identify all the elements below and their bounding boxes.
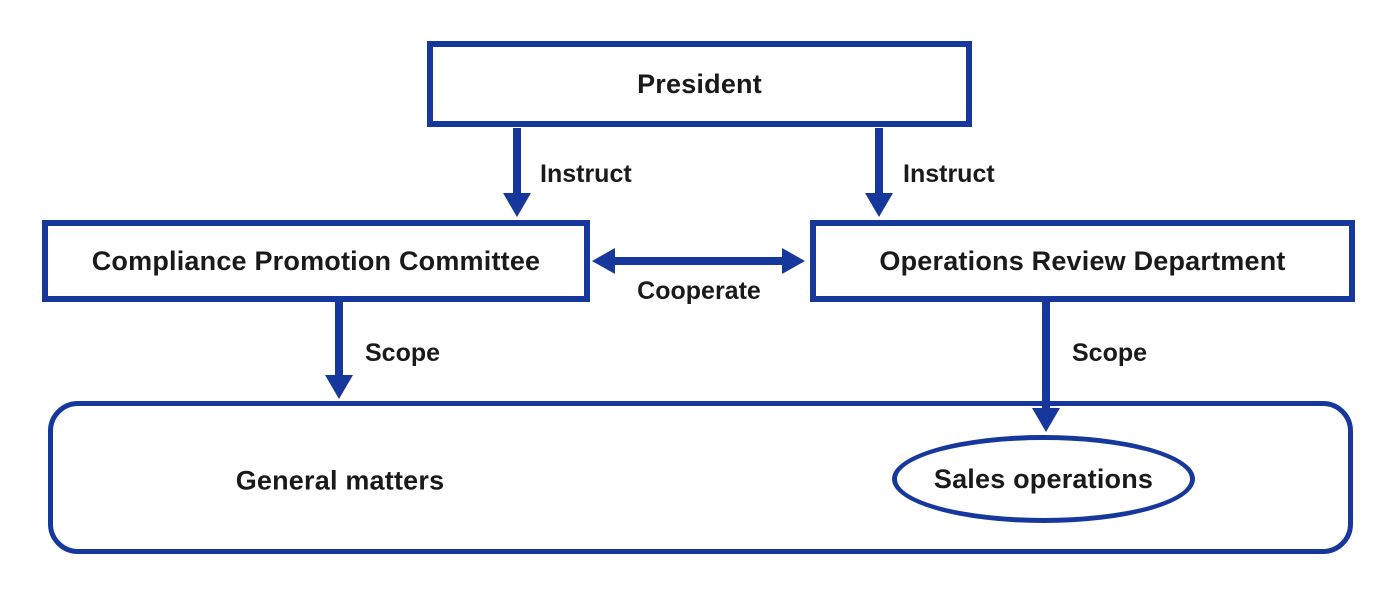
scope-right-label: Scope (1072, 339, 1148, 367)
node-sales-operations: Sales operations (892, 435, 1195, 523)
scope-arrow-right (1032, 302, 1060, 432)
instruct-arrow-right (865, 128, 893, 217)
node-president-label: President (637, 68, 762, 99)
node-general-matters: General matters (236, 466, 445, 497)
scope-left-label: Scope (365, 339, 441, 367)
node-compliance-label: Compliance Promotion Committee (91, 245, 541, 276)
node-general-matters-label: General matters (235, 465, 445, 496)
node-operations-review-department: Operations Review Department (810, 220, 1355, 302)
instruct-left-label: Instruct (540, 160, 632, 188)
instruct-arrow-left (503, 128, 531, 217)
node-operations-label: Operations Review Department (879, 245, 1286, 276)
scope-arrow-left (325, 302, 353, 399)
node-president: President (427, 41, 972, 127)
node-compliance-promotion-committee: Compliance Promotion Committee (42, 220, 590, 302)
instruct-right-label: Instruct (903, 160, 995, 188)
node-sales-operations-label: Sales operations (933, 463, 1154, 494)
cooperate-label: Cooperate (637, 277, 761, 305)
cooperate-arrow (592, 248, 805, 274)
